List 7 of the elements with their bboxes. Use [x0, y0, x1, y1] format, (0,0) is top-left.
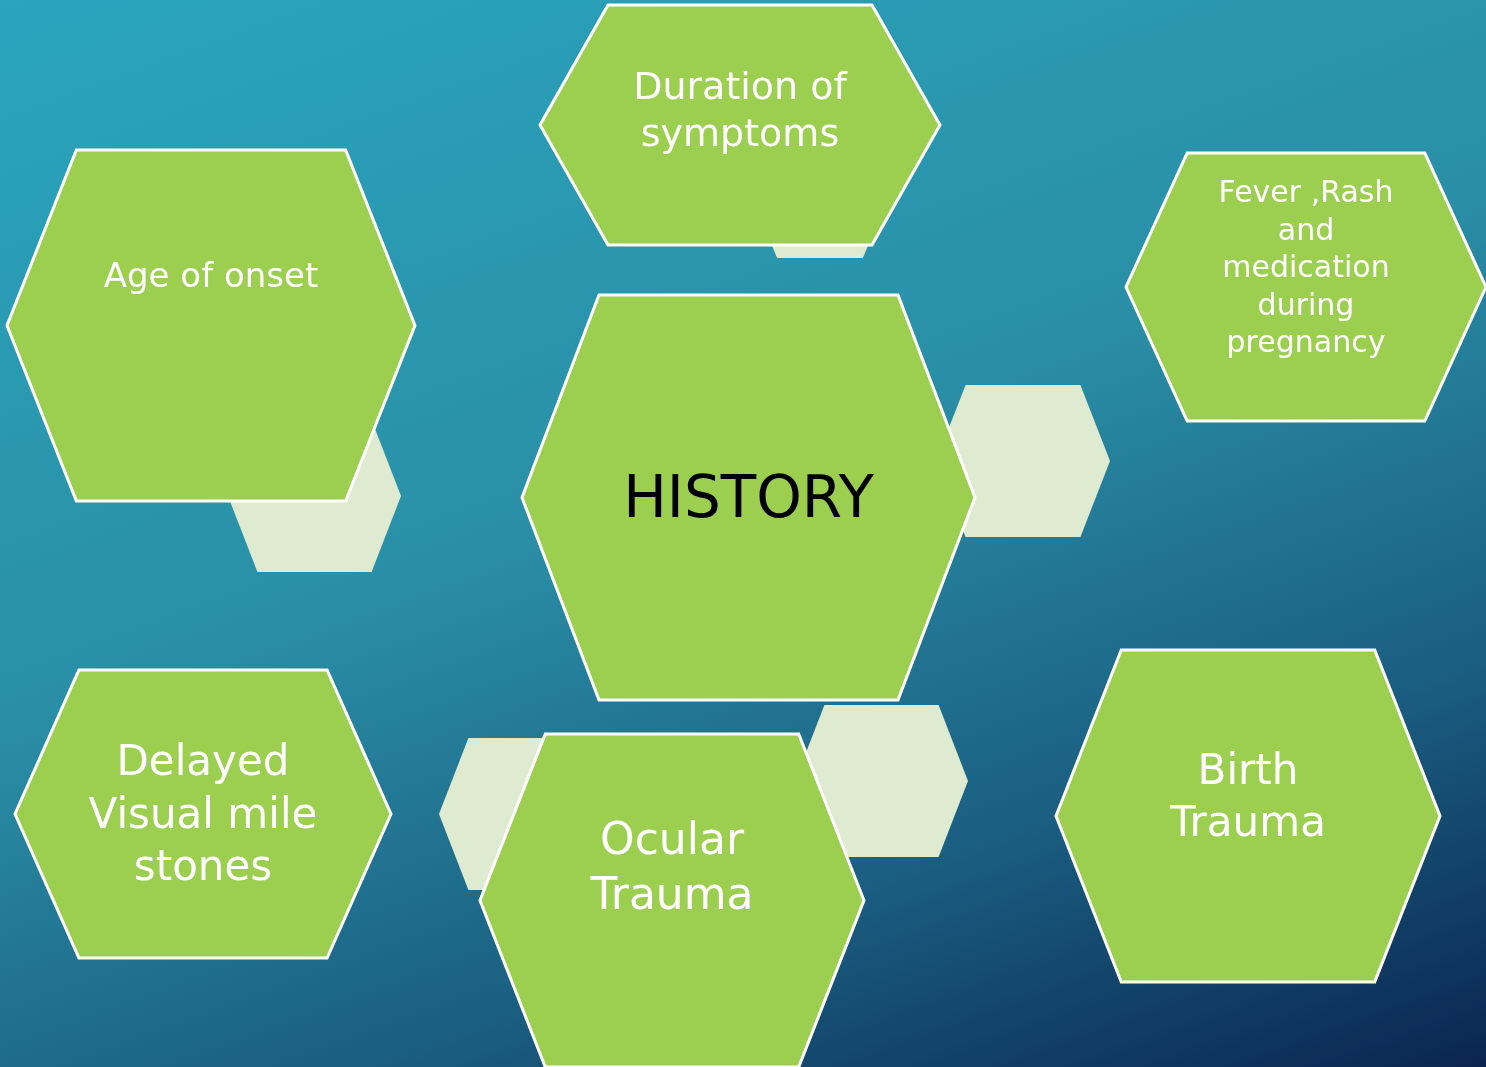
hexagon-label: Delayed Visual mile stones — [87, 735, 319, 893]
hexagon-label: Birth Trauma — [1169, 743, 1327, 848]
central-title: HISTORY — [623, 462, 874, 534]
hexagon-label: Age of onset — [103, 254, 319, 297]
hexagon-label: Ocular Trauma — [589, 811, 755, 921]
hexagon-label: Fever ,Rash and medication during pregnancy — [1217, 173, 1395, 361]
hexagon-label: Duration of symptoms — [632, 62, 849, 157]
